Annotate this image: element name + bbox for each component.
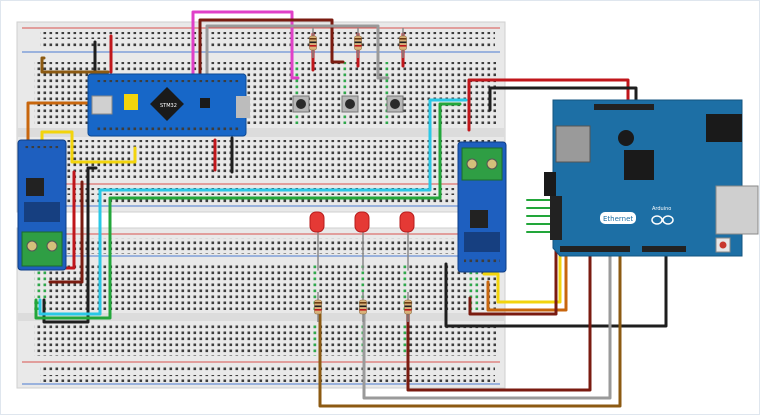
- stm32-chip-label: STM32: [160, 103, 177, 109]
- ethernet-port: [715, 185, 759, 235]
- wire-red-arduino-top: [467, 78, 630, 132]
- wire-cyan-long: [38, 98, 468, 316]
- rs485-module-right: [457, 141, 507, 273]
- wires: [26, 10, 668, 408]
- wire-black-arduino-top: [488, 86, 638, 112]
- wire-gray-bottom: [362, 248, 612, 400]
- wire-green-long: [34, 102, 462, 320]
- arduino-infinity-logo: [651, 215, 674, 225]
- breadboard-top: [16, 21, 506, 213]
- push-button-2[interactable]: [341, 95, 359, 113]
- wire-brown-bottom: [318, 248, 622, 408]
- ethernet-chip: [624, 150, 654, 180]
- arduino-brand-label: Arduino: [652, 206, 671, 212]
- arduino-ethernet-shield: Ethernet Arduino: [544, 99, 759, 257]
- wire-orange-left: [26, 101, 97, 142]
- wire-magenta: [191, 10, 300, 80]
- highlighted-columns: [34, 62, 478, 356]
- red-led-3: [399, 211, 415, 233]
- wire-darkred-left-module: [48, 180, 84, 284]
- leds: [309, 211, 415, 233]
- resistor-5: [359, 292, 367, 322]
- sd-card-slot: [555, 125, 591, 163]
- power-jack: [706, 114, 742, 142]
- resistor-6: [404, 292, 412, 322]
- wire-yellow-right: [482, 248, 562, 304]
- resistors: [309, 28, 412, 322]
- stm32-bluepill-board: STM32: [87, 73, 250, 137]
- push-button-1[interactable]: [292, 95, 310, 113]
- wire-brown-left: [40, 56, 110, 74]
- wire-brown-right: [468, 248, 558, 316]
- wire-gray-top: [205, 24, 390, 80]
- resistor-1: [309, 28, 317, 58]
- wire-yellow-left: [40, 130, 137, 164]
- breadboard-bottom: [16, 227, 506, 389]
- wire-orange-right: [486, 248, 568, 312]
- resistor-3: [399, 28, 407, 58]
- stm32-chip: [150, 87, 184, 121]
- red-led-2: [354, 211, 370, 233]
- rs485-module-left: [17, 139, 67, 271]
- red-led-1: [309, 211, 325, 233]
- push-buttons: [292, 95, 404, 113]
- wire-darkred-top: [198, 18, 345, 76]
- wire-black-right-bottom: [444, 250, 668, 328]
- resistor-2: [354, 28, 362, 58]
- boot-jumper-yellow: [124, 94, 138, 110]
- push-button-3[interactable]: [386, 95, 404, 113]
- resistor-4: [314, 292, 322, 322]
- wire-darkred-bottom: [406, 248, 592, 392]
- ethernet-label: Ethernet: [603, 215, 633, 223]
